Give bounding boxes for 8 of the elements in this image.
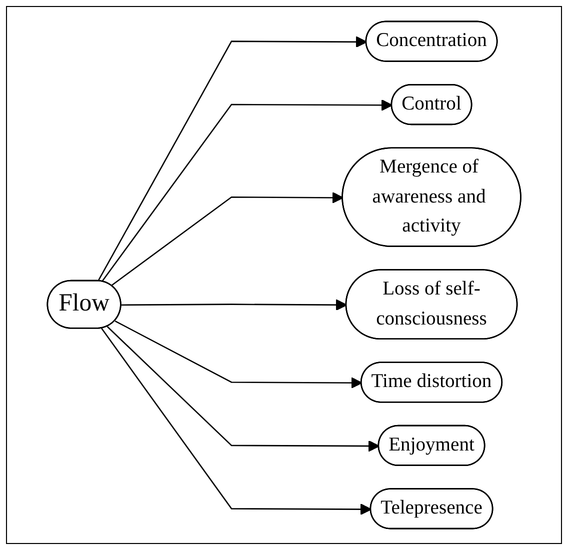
diagram-frame: Flow Concentration Control Mergence of awareness and activity Loss of self-consciousness Time distortion Enjoyment Telepresence (6, 6, 562, 544)
arrow (106, 326, 380, 452)
arrow (110, 192, 344, 286)
arrow (97, 36, 368, 282)
arrow (121, 299, 348, 311)
arrow (101, 328, 372, 516)
arrow (101, 99, 393, 282)
arrow (114, 320, 362, 389)
